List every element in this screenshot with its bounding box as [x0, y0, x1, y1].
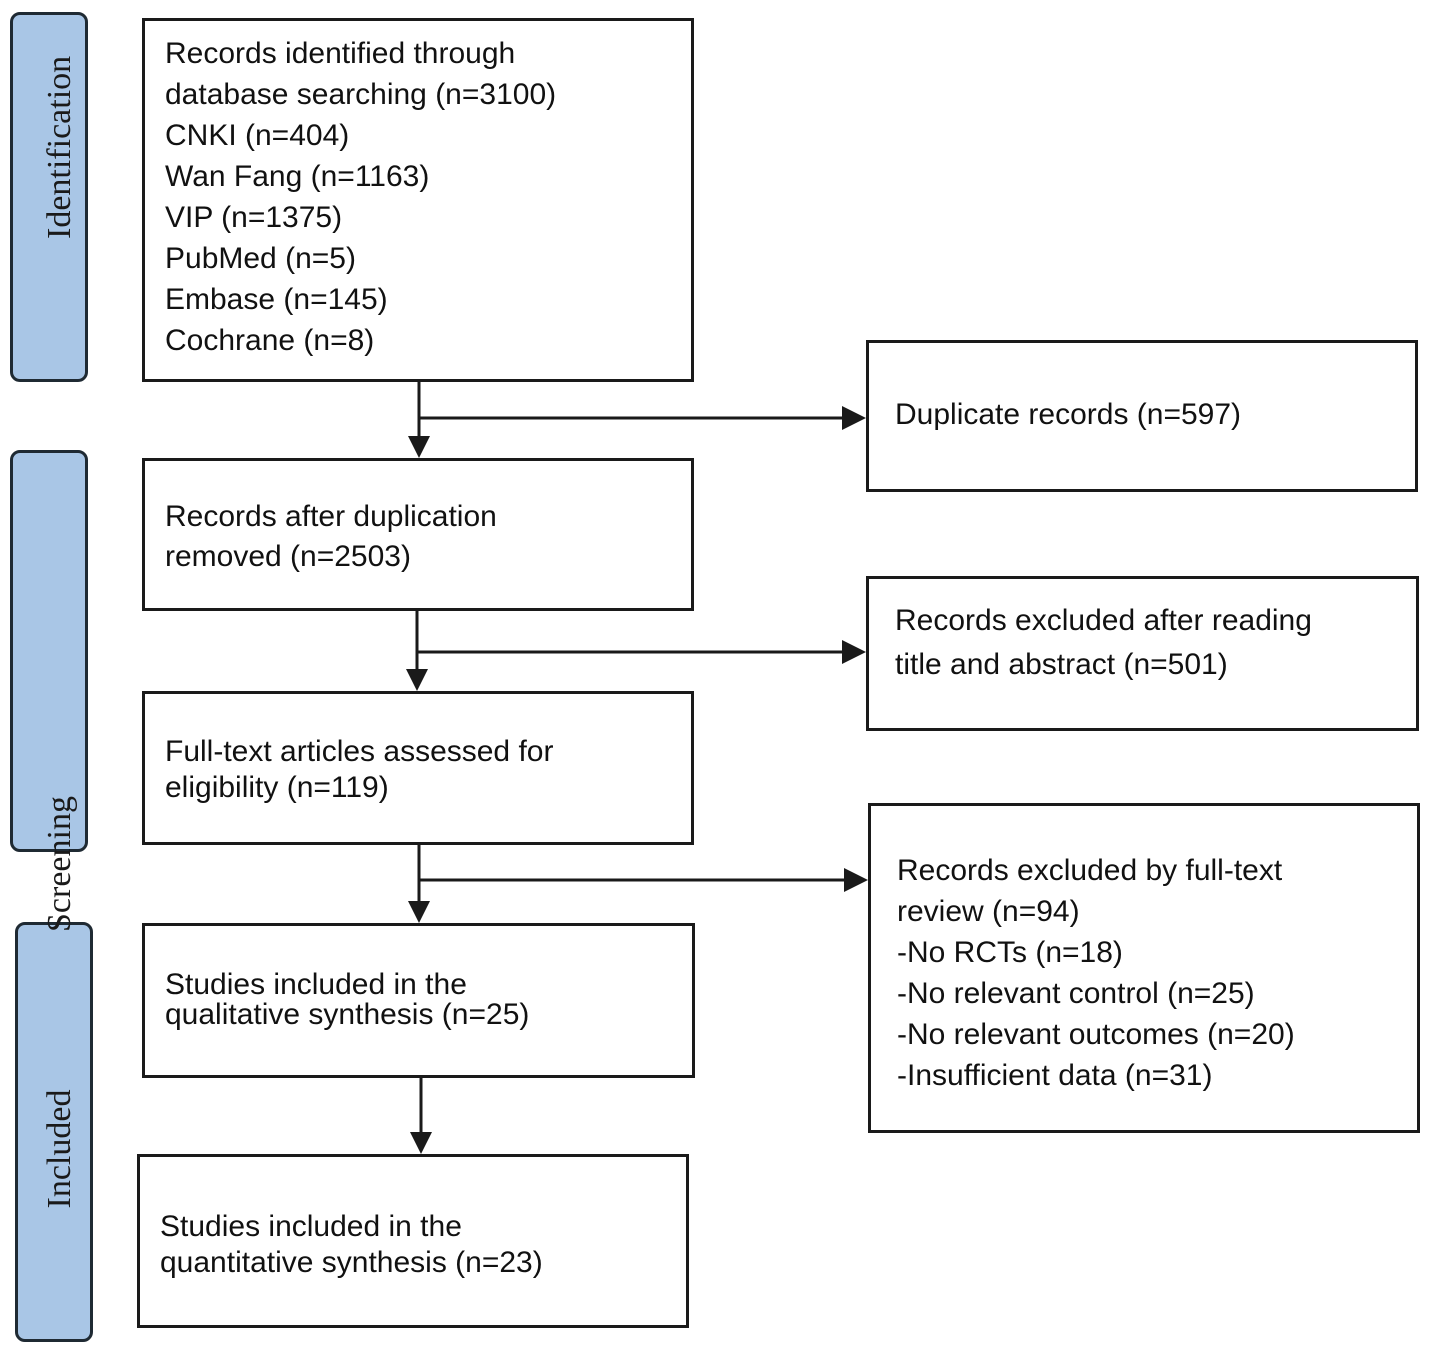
- box-text-line: Full-text articles assessed for: [165, 735, 554, 768]
- box-text-line: database searching (n=3100): [165, 78, 557, 111]
- box-text-line: Records after duplication: [165, 500, 497, 533]
- box-text-line: Records identified through: [165, 37, 516, 70]
- arrowhead-down: [408, 901, 430, 923]
- phase-screening-bar: [10, 450, 88, 852]
- arrowhead-right: [842, 406, 866, 430]
- box-text-line: Duplicate records (n=597): [895, 398, 1242, 431]
- box-text-line: Studies included in the: [160, 1210, 462, 1243]
- box-text-line: review (n=94): [897, 895, 1080, 928]
- arrowhead-right: [844, 868, 868, 892]
- box-excluded-title-abstract: Records excluded after reading title and …: [866, 576, 1419, 731]
- box-text-line: -Insufficient data (n=31): [897, 1059, 1213, 1092]
- box-text-line: Records excluded after reading: [895, 604, 1312, 637]
- box-text-line: Records excluded by full-text: [897, 854, 1283, 887]
- box-text-line: VIP (n=1375): [165, 201, 343, 234]
- box-records-after-dedup: Records after duplication removed (n=2503…: [142, 458, 694, 611]
- box-text-line: Embase (n=145): [165, 283, 388, 316]
- box-text-line: Studies included in the: [165, 968, 467, 1001]
- arrowhead-down: [406, 669, 428, 691]
- box-text-line: Wan Fang (n=1163): [165, 160, 430, 193]
- box-text-line: -No RCTs (n=18): [897, 936, 1123, 969]
- box-records-identified: Records identified through database searc…: [142, 18, 694, 382]
- box-text-line: CNKI (n=404): [165, 119, 350, 152]
- arrowhead-right: [842, 640, 866, 664]
- box-excluded-fulltext: Records excluded by full-text review (n=9…: [868, 803, 1420, 1133]
- box-text-line: eligibility (n=119): [165, 771, 389, 804]
- arrowhead-down: [408, 436, 430, 458]
- box-text-line: removed (n=2503): [165, 540, 411, 573]
- box-duplicate-records: Duplicate records (n=597): [866, 340, 1418, 492]
- phase-included-bar: [15, 922, 93, 1342]
- box-text-line: Cochrane (n=8): [165, 324, 375, 357]
- box-text-line: -No relevant outcomes (n=20): [897, 1018, 1295, 1051]
- box-text-line: title and abstract (n=501): [895, 648, 1228, 681]
- box-text-line: quantitative synthesis (n=23): [160, 1246, 543, 1279]
- arrowhead-down: [410, 1132, 432, 1154]
- box-text-line: -No relevant control (n=25): [897, 977, 1255, 1010]
- box-text-line: PubMed (n=5): [165, 242, 356, 275]
- phase-identification-bar: [10, 12, 88, 382]
- box-text-line: qualitative synthesis (n=25): [165, 998, 530, 1031]
